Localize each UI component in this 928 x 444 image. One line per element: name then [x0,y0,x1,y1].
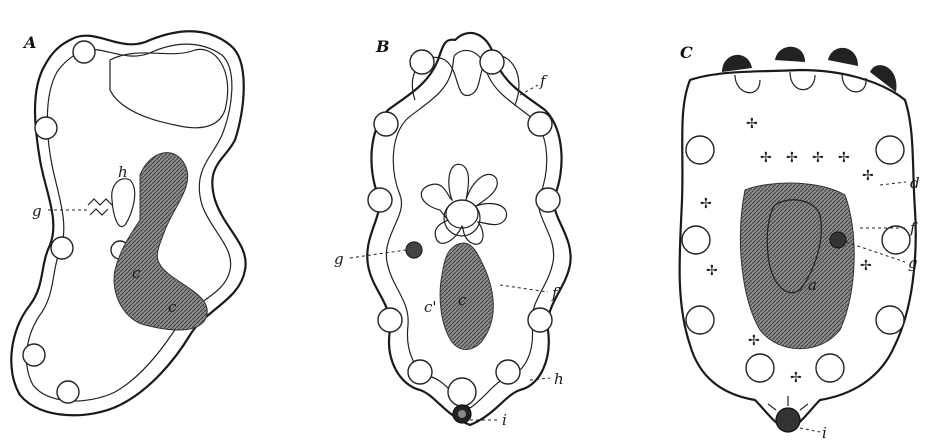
panel-b-cell [528,308,552,332]
panel-c-cell [686,306,714,334]
panel-c-cell [682,226,710,254]
panel-b-tag: B [375,37,390,56]
panel-c-gut [740,183,854,349]
panel-b-label-c-prime: c' [424,298,437,316]
panel-b-cell [368,188,392,212]
panel-a-label-c1: c [132,264,141,282]
panel-b-cell [480,50,504,74]
svg-text:✢: ✢ [746,116,758,132]
panel-b-gut [440,243,493,349]
panel-a-label-g: g [32,202,42,220]
svg-text:✢: ✢ [862,168,874,184]
svg-text:✢: ✢ [748,333,760,349]
panel-a-cell [57,381,79,403]
panel-b-label-g: g [334,250,344,268]
panel-a-body-wall [11,31,245,415]
panel-b-cell [378,308,402,332]
panel-a-label-c2: c [168,298,177,316]
panel-b-cell [536,188,560,212]
panel-b-cell [448,378,476,406]
svg-text:✢: ✢ [838,150,850,166]
panel-a-cell [51,237,73,259]
panel-c-cell [882,226,910,254]
panel-b-inner-wall [386,50,553,408]
panel-a-inner-wall [27,44,232,401]
panel-c-tag: C [680,43,693,62]
panel-c-label-a: a [808,276,817,294]
panel-a-cell [73,41,95,63]
panel-b-cell [496,360,520,384]
panel-b-organ-g [406,242,422,258]
panel-b-body-wall [367,33,570,425]
panel-b-label-f-prime: f' [551,284,562,302]
panel-b: B f g c [334,33,571,429]
panel-b-leader-h [530,378,550,380]
panel-c: C ✢✢✢ ✢✢✢ ✢✢✢ ✢✢✢ [680,43,920,442]
panel-c-cell [816,354,844,382]
svg-text:✢: ✢ [700,196,712,212]
panel-a: A h g c c [11,31,245,415]
panel-c-leader-d [880,182,906,185]
svg-text:✢: ✢ [812,150,824,166]
panel-a-ridge [110,49,228,127]
panel-c-cell [686,136,714,164]
panel-b-organ-i-core [458,410,466,418]
panel-a-cell [23,344,45,366]
panel-b-leader-g [350,250,406,258]
panel-a-tag: A [22,33,36,52]
panel-b-label-f: f [539,72,548,90]
panel-b-label-i: i [502,411,507,429]
panel-c-cell [876,306,904,334]
panel-b-cell [408,360,432,384]
svg-text:✢: ✢ [706,263,718,279]
svg-text:✢: ✢ [860,258,872,274]
svg-text:✢: ✢ [790,370,802,386]
panel-a-label-h: h [118,163,128,181]
panel-c-label-d: d [910,174,920,192]
panel-c-label-g: g [908,254,918,272]
panel-a-organ-h [112,179,135,227]
panel-a-organ-g [88,199,112,215]
panel-b-cell [528,112,552,136]
panel-a-cell [35,117,57,139]
panel-c-label-i: i [822,424,827,442]
svg-text:✢: ✢ [760,150,772,166]
panel-b-cell [374,112,398,136]
panel-b-cell [410,50,434,74]
panel-b-rosette [421,164,506,244]
panel-c-leader-i [800,428,820,432]
panel-b-label-h: h [554,370,564,388]
svg-text:✢: ✢ [786,150,798,166]
panel-c-cell [746,354,774,382]
panel-b-label-c: c [458,291,467,309]
panel-c-cell [876,136,904,164]
panel-c-organ-i [768,396,808,432]
panel-c-organ-g [830,232,846,248]
